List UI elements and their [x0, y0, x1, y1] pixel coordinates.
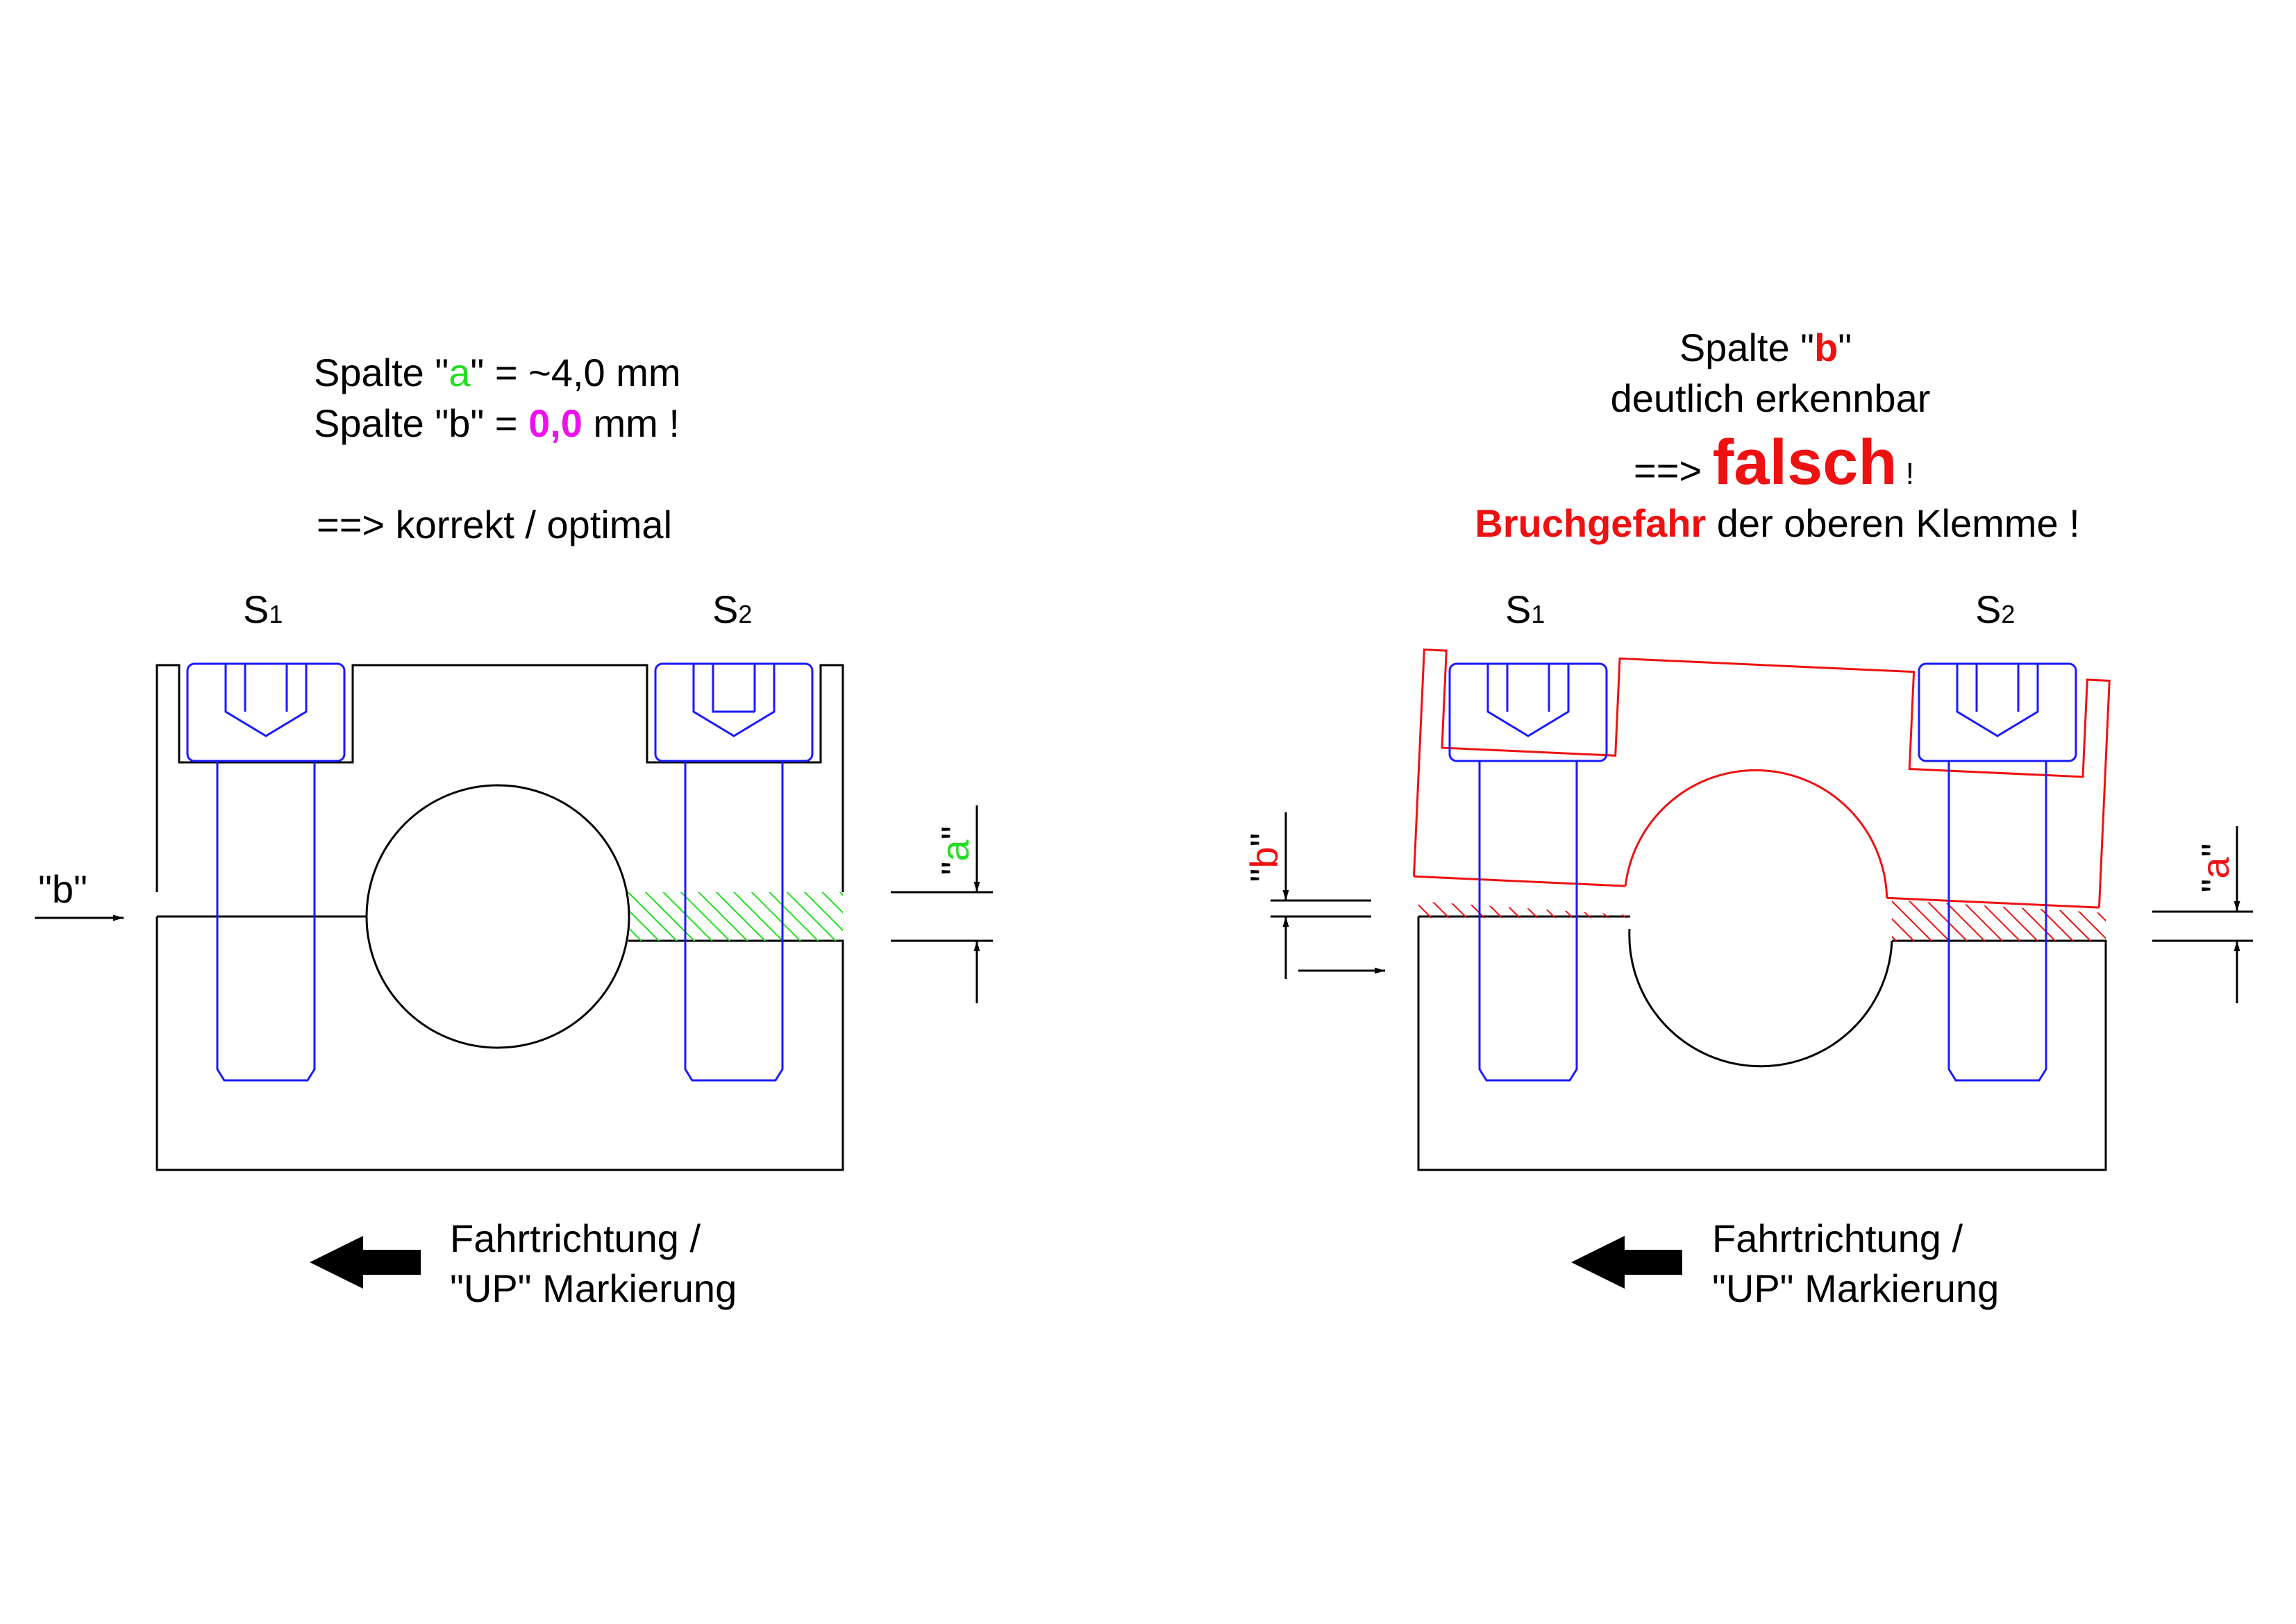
right-screw-s1: [1448, 662, 1608, 1082]
left-screw-s1: [186, 662, 346, 1082]
left-screw-label-s2: S2: [712, 587, 752, 631]
left-tube-bore: [365, 784, 630, 1049]
right-lower-clamp: [1417, 916, 2107, 1171]
right-gap-b-label: "b": [1242, 833, 1286, 882]
left-screw-s2: [654, 662, 814, 1082]
right-direction-line1: Fahrtrichtung /: [1712, 1216, 1963, 1260]
right-gap-b-hatch: [1418, 901, 1630, 918]
right-gap-a-hatch: [1892, 900, 2106, 941]
left-gap-a-label: "a": [933, 826, 977, 876]
left-lower-clamp: [156, 916, 844, 1171]
right-gap-b-line: Spalte "b": [1679, 326, 1852, 369]
left-gap-b-label: "b": [38, 867, 87, 911]
right-tube-bore-lower: [1628, 928, 1893, 1068]
right-verdict: ==> falsch !: [1634, 427, 1914, 498]
right-gap-a-dimension: [2152, 826, 2253, 1003]
left-gap-a-line: Spalte "a" = ~4,0 mm: [314, 351, 681, 394]
right-screw-label-s1: S1: [1505, 587, 1545, 631]
left-screw-label-s1: S1: [243, 587, 283, 631]
left-upper-clamp: [156, 664, 844, 892]
right-upper-clamp-tilted: [1412, 648, 2111, 909]
right-direction-line2: "UP" Markierung: [1712, 1266, 1999, 1310]
left-gap-b-line: Spalte "b" = 0,0 mm !: [314, 401, 680, 445]
arrow-left-icon: [310, 1236, 421, 1289]
right-gap-b-dimension: [1271, 812, 1385, 979]
right-warning: Bruchgefahr der oberen Klemme !: [1475, 501, 2079, 545]
right-screw-label-s2: S2: [1975, 587, 2015, 631]
right-screw-s2: [1918, 662, 2077, 1082]
left-direction-line1: Fahrtrichtung /: [450, 1216, 701, 1260]
left-verdict: ==> korrekt / optimal: [317, 503, 672, 546]
left-gap-a-hatch: [628, 892, 843, 941]
right-panel: Spalte "b" deutlich erkennbar ==> falsch…: [1242, 326, 2253, 1310]
arrow-left-icon: [1571, 1236, 1682, 1289]
right-gap-a-label: "a": [2193, 844, 2237, 893]
left-panel: Spalte "a" = ~4,0 mm Spalte "b" = 0,0 mm…: [35, 351, 993, 1310]
right-visible-line: deutlich erkennbar: [1611, 376, 1931, 420]
left-gap-a-dimension: [891, 805, 993, 1003]
left-direction-line2: "UP" Markierung: [450, 1266, 737, 1310]
